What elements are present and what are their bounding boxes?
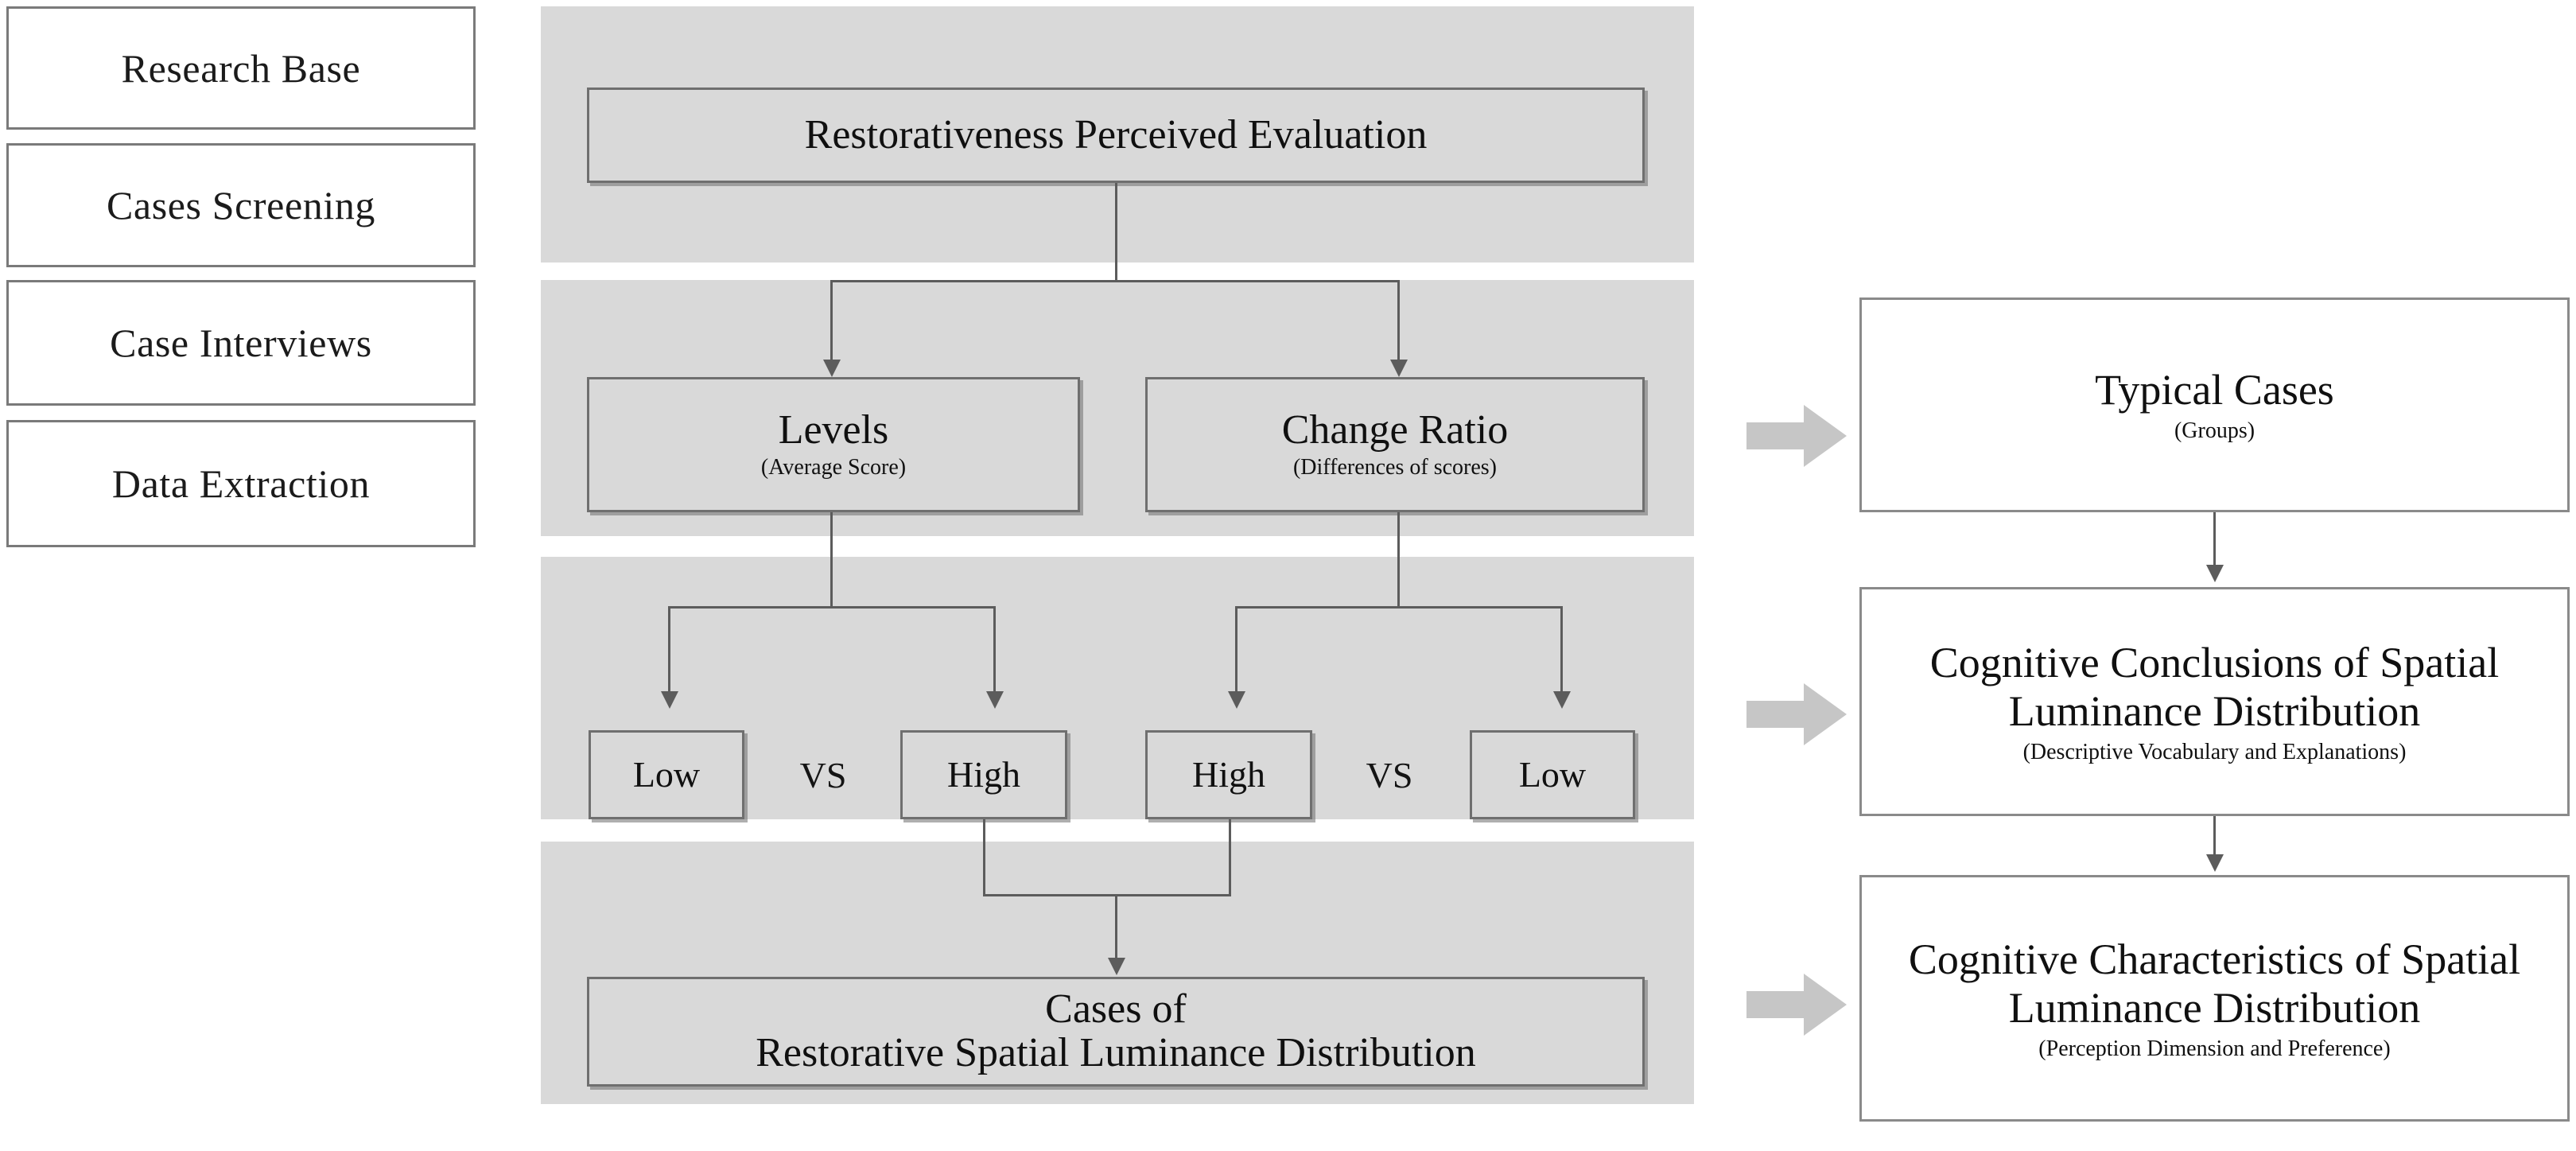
stage-label-text: Data Extraction bbox=[111, 461, 371, 506]
result-box-typical-cases[interactable]: Typical Cases (Groups) bbox=[1859, 297, 2570, 512]
vs-text: VS bbox=[1366, 754, 1413, 795]
down-arrow-icon-change-ratio bbox=[1390, 360, 1408, 377]
flow-box-title-line2: Restorative Spatial Luminance Distributi… bbox=[756, 1030, 1476, 1075]
connector-drop-change-ratio bbox=[1397, 280, 1400, 364]
flow-box-low-left[interactable]: Low bbox=[589, 730, 744, 819]
flow-box-title: High bbox=[1192, 753, 1265, 795]
result-box-cognitive-conclusions[interactable]: Cognitive Conclusions of Spatial Luminan… bbox=[1859, 587, 2570, 816]
result-box-subtitle: (Perception Dimension and Preference) bbox=[2038, 1036, 2391, 1061]
flow-box-title-line1: Cases of bbox=[1045, 986, 1187, 1032]
result-box-cognitive-characteristics[interactable]: Cognitive Characteristics of Spatial Lum… bbox=[1859, 875, 2570, 1122]
vs-label-left: VS bbox=[763, 730, 883, 819]
vs-label-right: VS bbox=[1330, 730, 1449, 819]
connector-merge-trunk bbox=[1115, 894, 1117, 962]
connector-levels-trunk bbox=[830, 512, 833, 608]
connector-high-left-down bbox=[983, 819, 985, 896]
flow-box-cases-of-restorative-distribution[interactable]: Cases of Restorative Spatial Luminance D… bbox=[587, 977, 1645, 1087]
flow-box-title: Levels bbox=[778, 407, 889, 453]
connector-change-ratio-trunk bbox=[1397, 512, 1400, 608]
connector-drop-levels bbox=[830, 280, 833, 364]
stage-label-text: Research Base bbox=[121, 45, 361, 91]
flow-box-subtitle: (Differences of scores) bbox=[1292, 454, 1498, 480]
flow-box-title: Low bbox=[1518, 753, 1587, 795]
down-arrow-icon-low-left bbox=[661, 691, 678, 709]
stage-label-research-base: Research Base bbox=[6, 6, 476, 130]
connector-results-1-2 bbox=[2213, 512, 2216, 570]
flow-box-low-right[interactable]: Low bbox=[1470, 730, 1635, 819]
flow-box-title: Low bbox=[632, 753, 701, 795]
connector-drop-high-left bbox=[993, 606, 996, 695]
connector-split-bar-top bbox=[830, 280, 1400, 282]
right-block-arrow-icon-typical-cases bbox=[1746, 402, 1848, 470]
connector-merge-bar bbox=[983, 894, 1231, 896]
stage-label-case-interviews: Case Interviews bbox=[6, 280, 476, 406]
result-box-title: Cognitive Characteristics of Spatial Lum… bbox=[1908, 935, 2521, 1032]
vs-text: VS bbox=[799, 754, 847, 795]
stage-label-text: Case Interviews bbox=[110, 321, 372, 365]
connector-split-bar-levels bbox=[668, 606, 996, 609]
right-block-arrow-icon-cognitive-conclusions bbox=[1746, 680, 1848, 749]
connector-split-bar-change-ratio bbox=[1235, 606, 1563, 609]
down-arrow-icon-cases bbox=[1108, 958, 1125, 975]
down-arrow-icon-levels bbox=[823, 360, 841, 377]
right-block-arrow-icon-cognitive-characteristics bbox=[1746, 970, 1848, 1039]
flow-box-title: High bbox=[947, 753, 1020, 795]
flow-box-title: Restorativeness Perceived Evaluation bbox=[804, 111, 1428, 157]
stage-label-data-extraction: Data Extraction bbox=[6, 420, 476, 547]
flow-box-restorativeness-evaluation[interactable]: Restorativeness Perceived Evaluation bbox=[587, 87, 1645, 183]
connector-results-2-3 bbox=[2213, 816, 2216, 859]
connector-drop-low-right bbox=[1560, 606, 1563, 695]
result-box-title: Typical Cases bbox=[2095, 366, 2334, 414]
flow-box-change-ratio[interactable]: Change Ratio (Differences of scores) bbox=[1145, 377, 1645, 512]
stage-label-text: Cases Screening bbox=[106, 183, 376, 227]
down-arrow-icon-results-1-2 bbox=[2206, 565, 2224, 582]
down-arrow-icon-high-right bbox=[1228, 691, 1245, 709]
flow-box-title: Change Ratio bbox=[1281, 407, 1509, 453]
connector-root-trunk bbox=[1115, 183, 1117, 281]
down-arrow-icon-high-left bbox=[986, 691, 1004, 709]
result-box-title: Cognitive Conclusions of Spatial Luminan… bbox=[1929, 638, 2500, 735]
connector-drop-low-left bbox=[668, 606, 670, 695]
result-box-subtitle: (Descriptive Vocabulary and Explanations… bbox=[2022, 739, 2407, 764]
flow-box-subtitle: (Average Score) bbox=[760, 454, 907, 480]
down-arrow-icon-low-right bbox=[1553, 691, 1571, 709]
flow-box-levels[interactable]: Levels (Average Score) bbox=[587, 377, 1080, 512]
connector-drop-high-right bbox=[1235, 606, 1237, 695]
flow-box-high-right[interactable]: High bbox=[1145, 730, 1312, 819]
down-arrow-icon-results-2-3 bbox=[2206, 854, 2224, 872]
flow-box-high-left[interactable]: High bbox=[900, 730, 1067, 819]
result-box-subtitle: (Groups) bbox=[2174, 418, 2255, 444]
connector-high-right-down bbox=[1229, 819, 1231, 896]
stage-label-cases-screening: Cases Screening bbox=[6, 143, 476, 267]
